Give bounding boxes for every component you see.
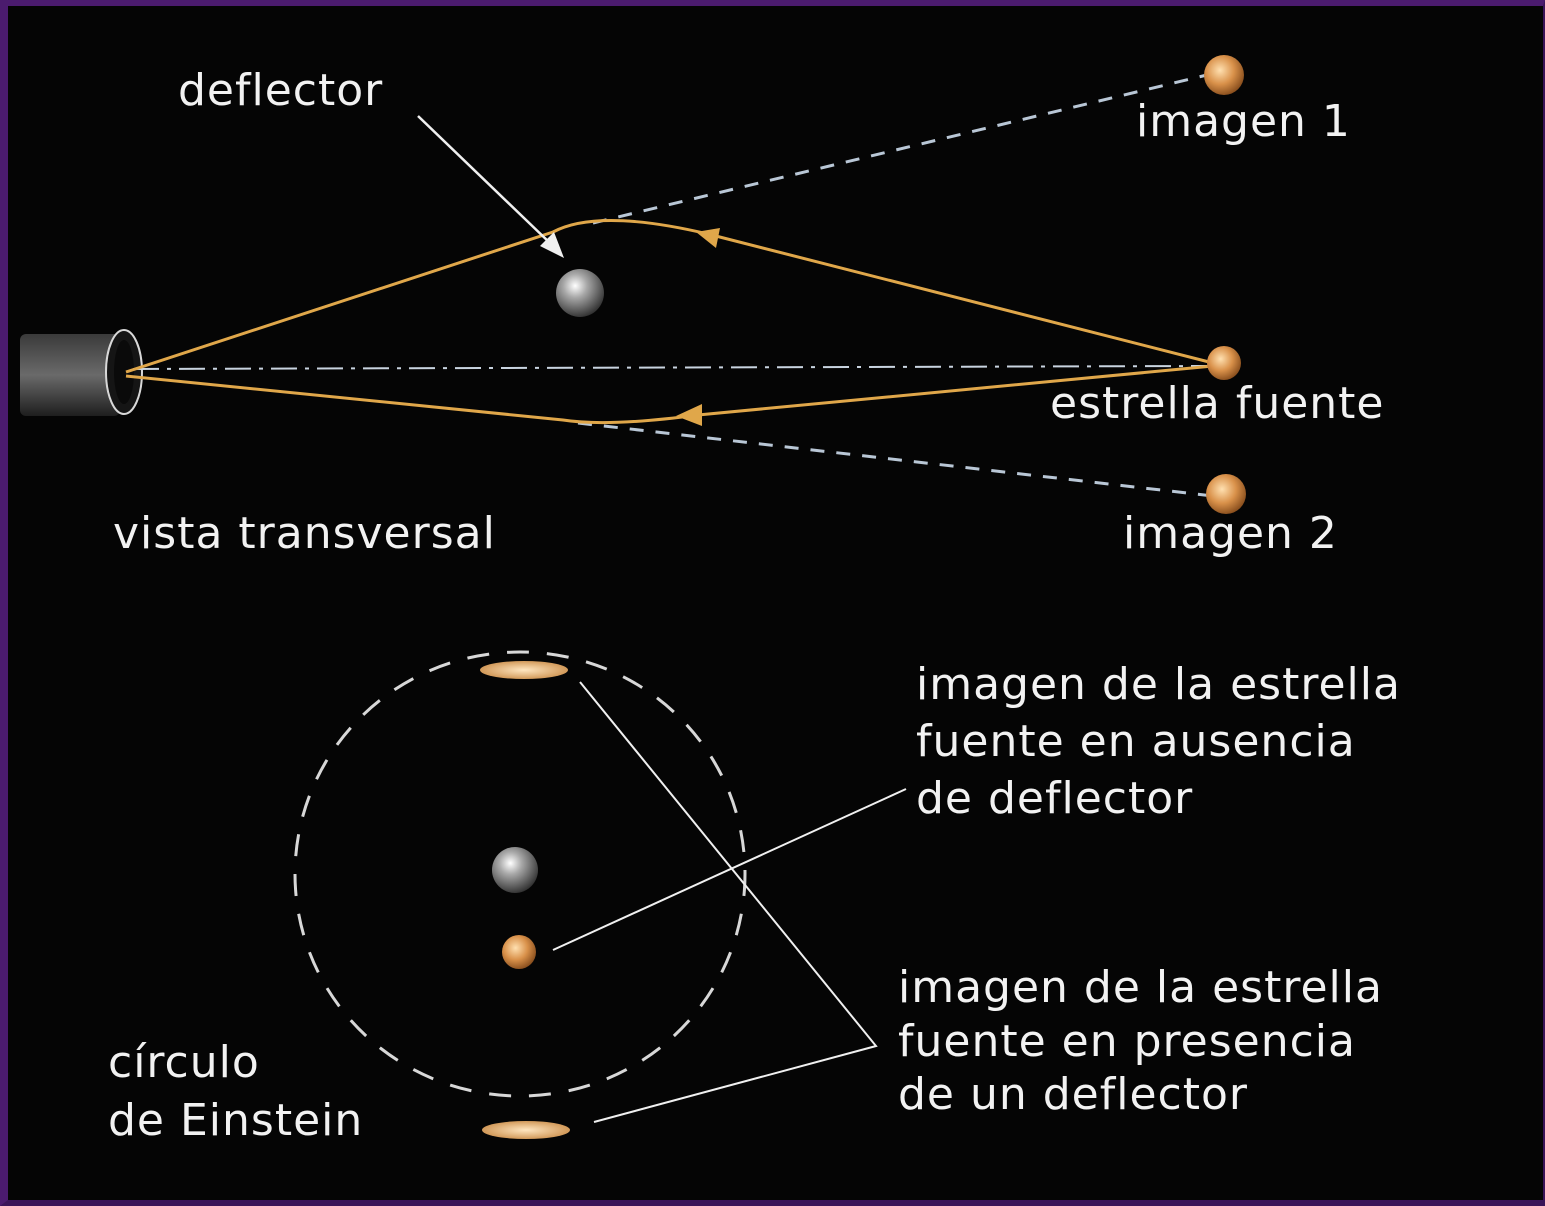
vista-transversal-label: vista transversal (113, 508, 496, 559)
image-star-icon (1206, 474, 1246, 514)
presencia-line-1: imagen de la estrella (898, 962, 1383, 1013)
light-ray-upper (125, 218, 1214, 374)
circulo-line-2: de Einstein (108, 1095, 364, 1147)
presencia-line-3: de un deflector (898, 1069, 1248, 1121)
apparent-direction-lower (577, 421, 1214, 498)
leader-line-presencia (579, 681, 878, 1123)
apparent-direction-upper (592, 72, 1212, 225)
deflector-sphere-icon (556, 269, 604, 317)
ray-arrow-lower (676, 404, 702, 426)
source-star-icon (1207, 346, 1241, 380)
einstein-circle (293, 650, 747, 1098)
ausencia-label: imagen de la estrella fuente en ausencia… (916, 656, 1401, 828)
estrella-fuente-label: estrella fuente (1050, 378, 1385, 429)
deflector-sphere-icon (492, 847, 538, 893)
telescope-icon (20, 329, 143, 416)
circulo-line-1: círculo (108, 1037, 260, 1088)
ausencia-line-1: imagen de la estrella (916, 659, 1401, 710)
deflector-pointer-arrow (417, 115, 564, 258)
presencia-line-2: fuente en presencia (898, 1015, 1356, 1067)
ausencia-line-2: fuente en ausencia (916, 716, 1356, 768)
imagen-1-label: imagen 1 (1136, 96, 1351, 147)
circulo-einstein-label: círculo de Einstein (108, 1034, 363, 1150)
lensing-diagram (20, 55, 1246, 1139)
leader-line-ausencia (552, 788, 907, 951)
deflector-label: deflector (178, 65, 384, 116)
einstein-arc-icon (482, 1121, 570, 1139)
presencia-label: imagen de la estrella fuente en presenci… (898, 961, 1383, 1122)
ray-arrow-upper (696, 228, 720, 248)
ausencia-line-3: de deflector (916, 773, 1194, 825)
optical-axis-line (132, 365, 1209, 370)
source-star-icon (502, 935, 536, 969)
imagen-2-label: imagen 2 (1123, 508, 1338, 559)
einstein-arc-icon (480, 661, 568, 679)
image-star-icon (1204, 55, 1244, 95)
